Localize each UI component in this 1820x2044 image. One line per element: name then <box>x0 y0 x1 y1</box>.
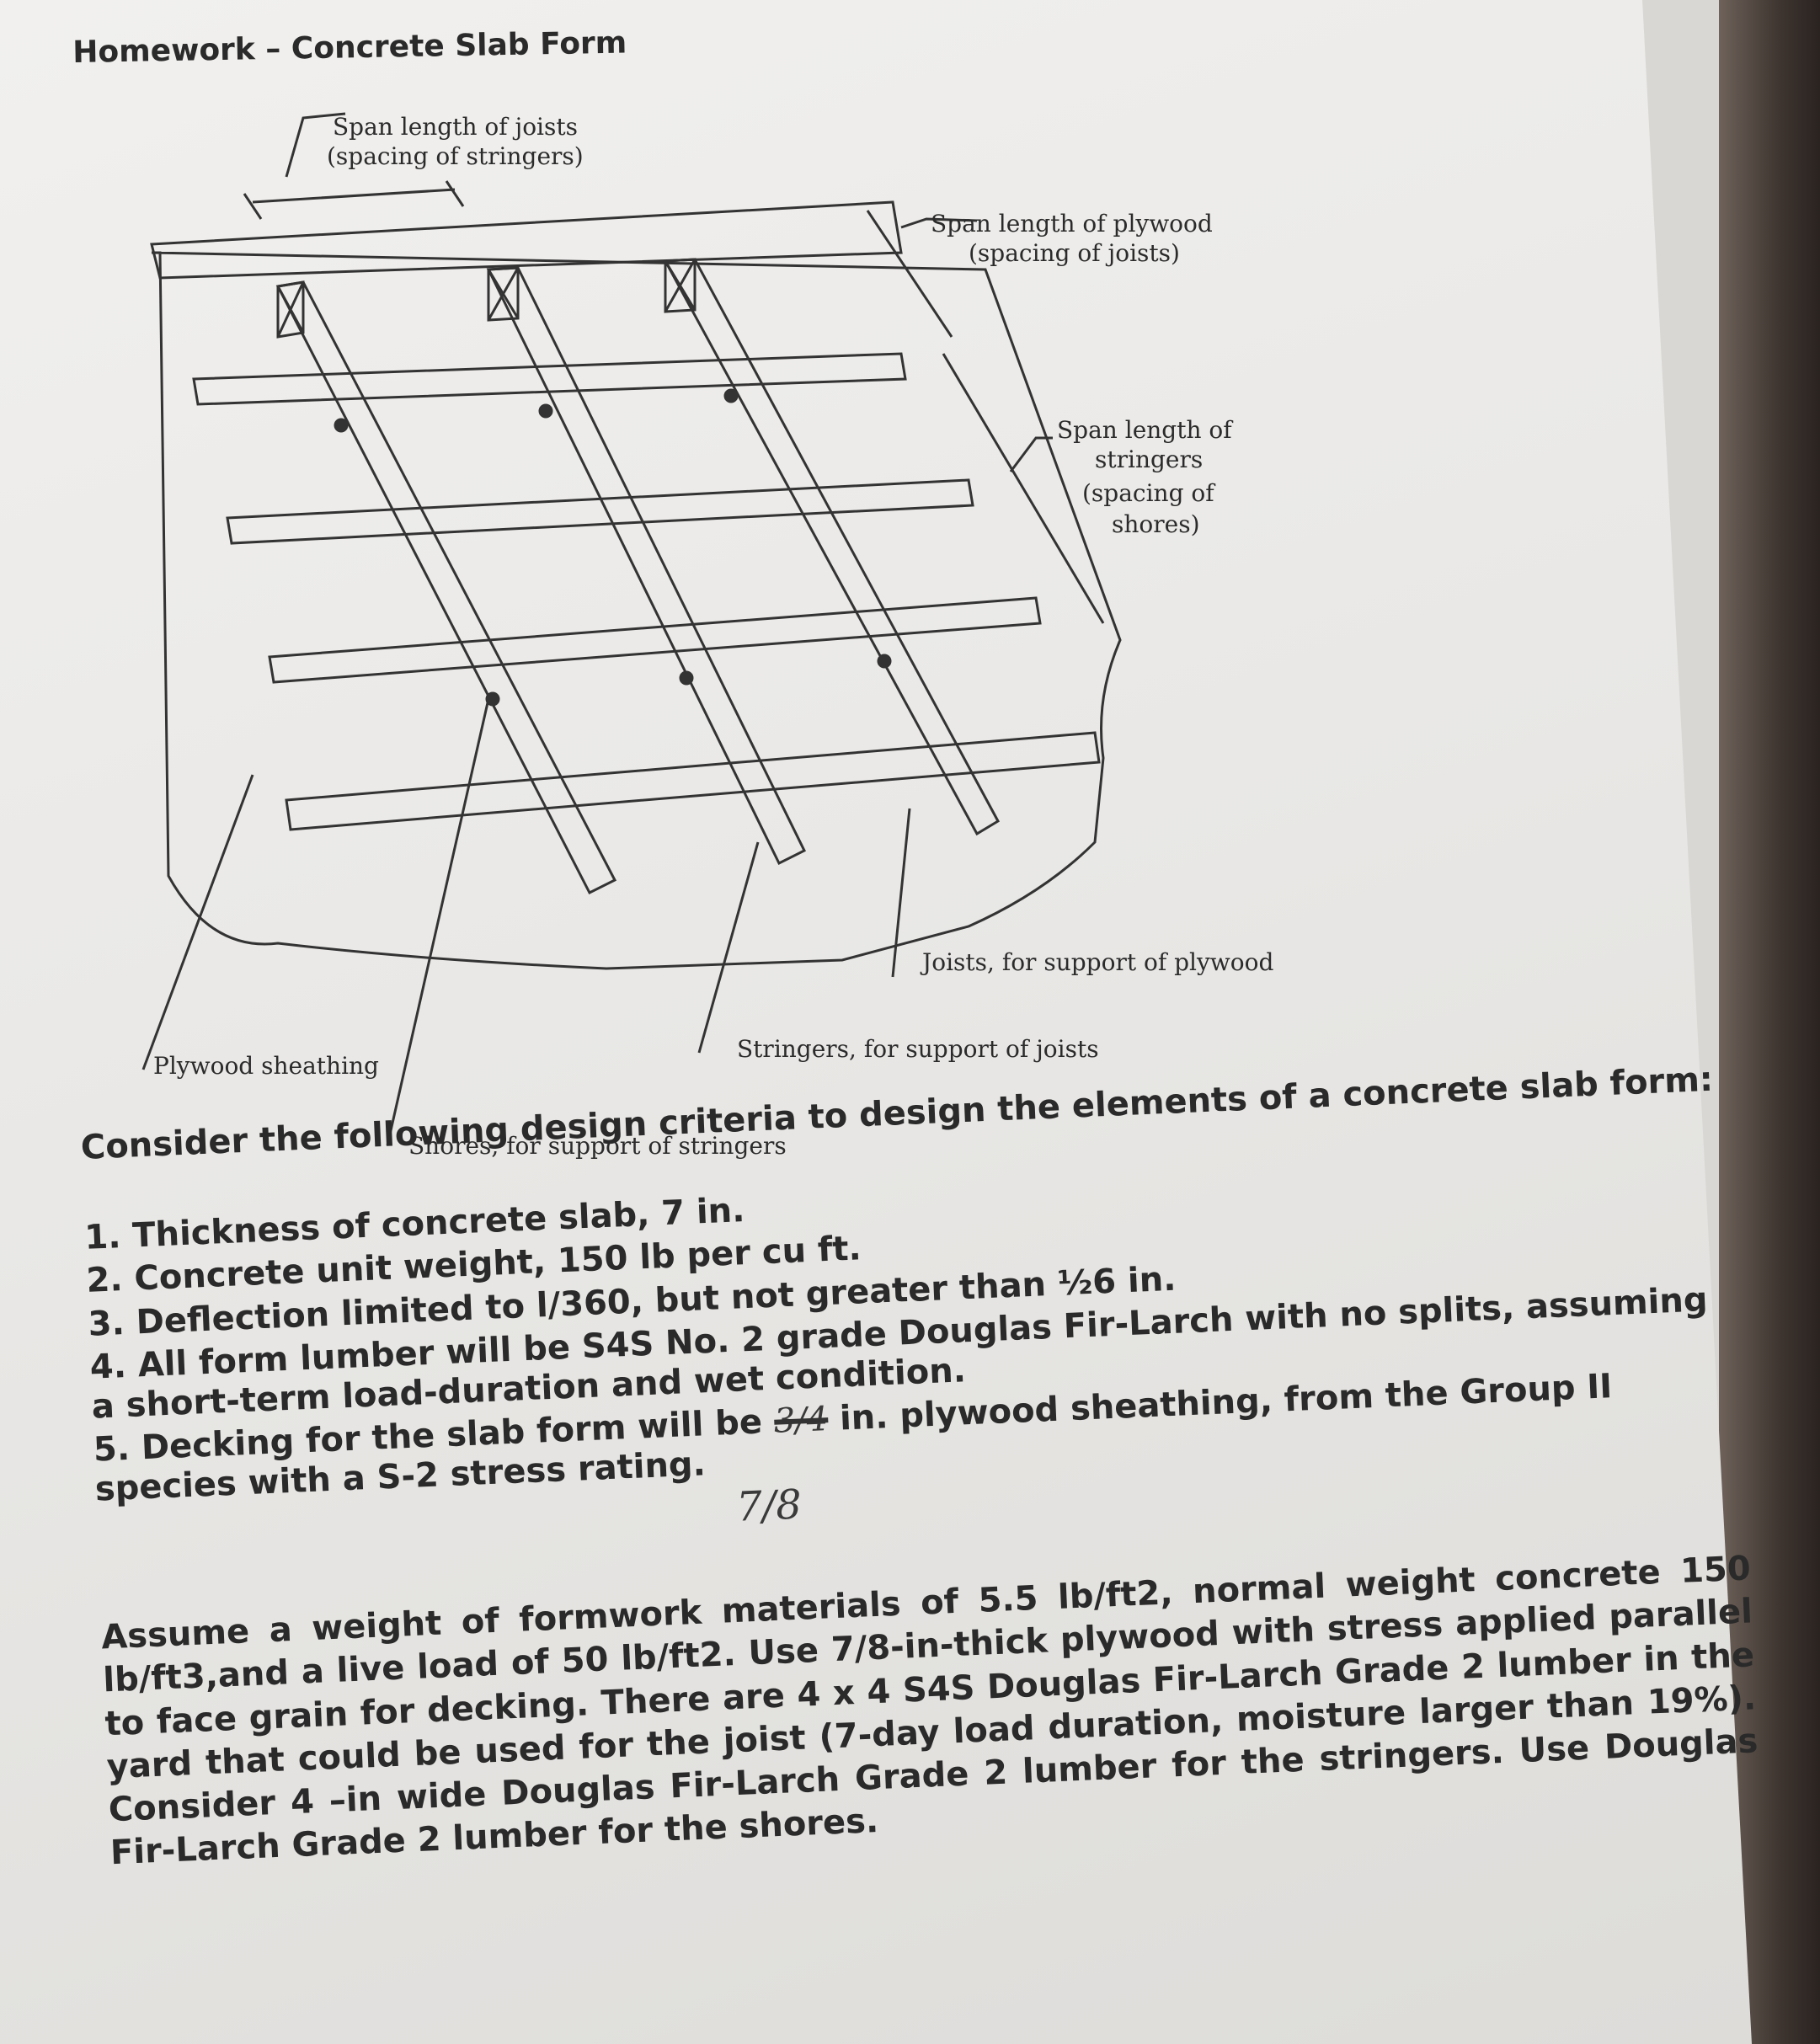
label-plywood: Plywood sheathing <box>153 1052 379 1080</box>
label-span-plywood-1: Span length of plywood <box>931 210 1213 237</box>
leader-shores <box>386 698 490 1146</box>
top-edge <box>150 200 903 280</box>
joist-2 <box>226 478 974 545</box>
slab-outline <box>151 251 1122 970</box>
label-stringers: Stringers, for support of joists <box>737 1035 1099 1063</box>
dim-stringers <box>942 353 1105 624</box>
handwritten-correction: 7/8 <box>735 1481 803 1531</box>
criteria-list: 1. Thickness of concrete slab, 7 in. 2. … <box>83 1150 1747 1558</box>
stringer-3 <box>663 258 1001 836</box>
label-joists: Joists, for support of plywood <box>920 948 1273 976</box>
leader-plywood <box>141 774 254 1070</box>
label-shores: Shores, for support of stringers <box>408 1132 787 1160</box>
label-span-joists-2: (spacing of stringers) <box>327 142 584 170</box>
label-span-stringers-4: shores) <box>1112 510 1200 538</box>
joist-1 <box>192 352 907 406</box>
dim-plywood <box>866 210 978 338</box>
dim-joists <box>243 112 465 220</box>
homework-text: Consider the following design criteria t… <box>80 1059 1760 1876</box>
label-span-joists-1: Span length of joists <box>333 113 578 141</box>
label-span-stringers-3: (spacing of <box>1082 479 1216 507</box>
struck-value: 3/4 <box>772 1400 830 1441</box>
label-span-plywood-2: (spacing of joists) <box>969 239 1180 267</box>
joist-3 <box>268 596 1042 684</box>
paper-sheet <box>0 0 1752 2044</box>
stringer-2 <box>486 266 807 866</box>
slab-form-diagram: Span length of joists (spacing of string… <box>141 112 1273 1160</box>
desk-background <box>1719 0 1820 2044</box>
joist-4 <box>285 731 1101 831</box>
leader-stringers <box>697 841 760 1054</box>
label-span-stringers-2: stringers <box>1095 446 1203 473</box>
leader-joists <box>891 808 911 978</box>
label-span-stringers-1: Span length of <box>1057 416 1234 444</box>
